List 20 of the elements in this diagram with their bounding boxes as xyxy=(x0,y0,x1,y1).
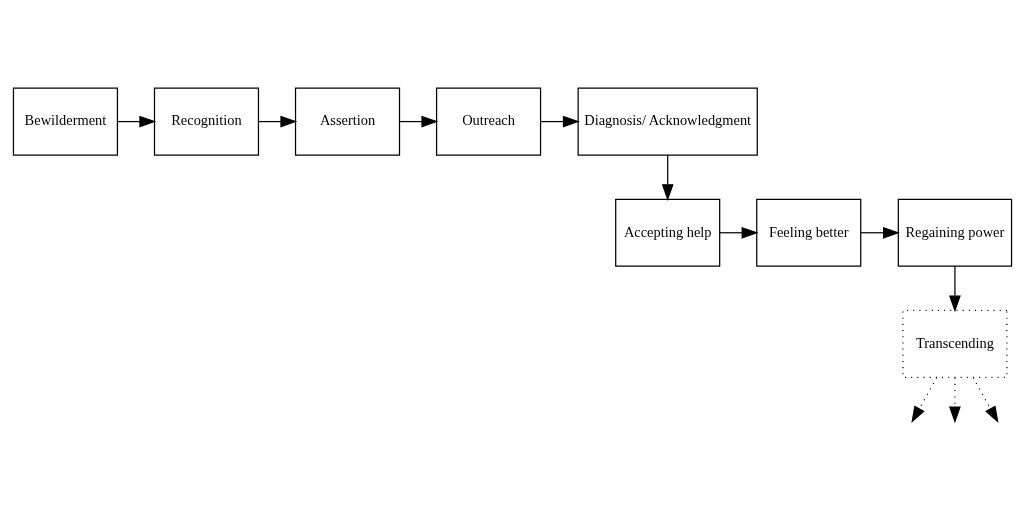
node-box: Transcending xyxy=(901,309,1008,378)
node-box: Accepting help xyxy=(614,198,720,267)
node-box: Outreach xyxy=(435,87,541,156)
node-box: Feeling better xyxy=(755,198,861,267)
node-box: Recognition xyxy=(153,87,259,156)
node-box: Regaining power xyxy=(897,198,1012,267)
arrow xyxy=(948,265,961,312)
arrow xyxy=(539,115,580,127)
arrow xyxy=(972,376,999,423)
arrow xyxy=(257,115,297,127)
arrow xyxy=(718,226,758,239)
arrow xyxy=(116,115,156,127)
node-box: Bewilderment xyxy=(12,87,118,156)
arrow xyxy=(948,376,961,423)
node-box: Diagnosis/ Acknowledgment xyxy=(577,87,758,156)
arrow xyxy=(398,115,438,127)
node-box: Assertion xyxy=(294,87,400,156)
arrow xyxy=(661,153,674,201)
arrow xyxy=(910,376,937,423)
arrow xyxy=(859,226,900,239)
